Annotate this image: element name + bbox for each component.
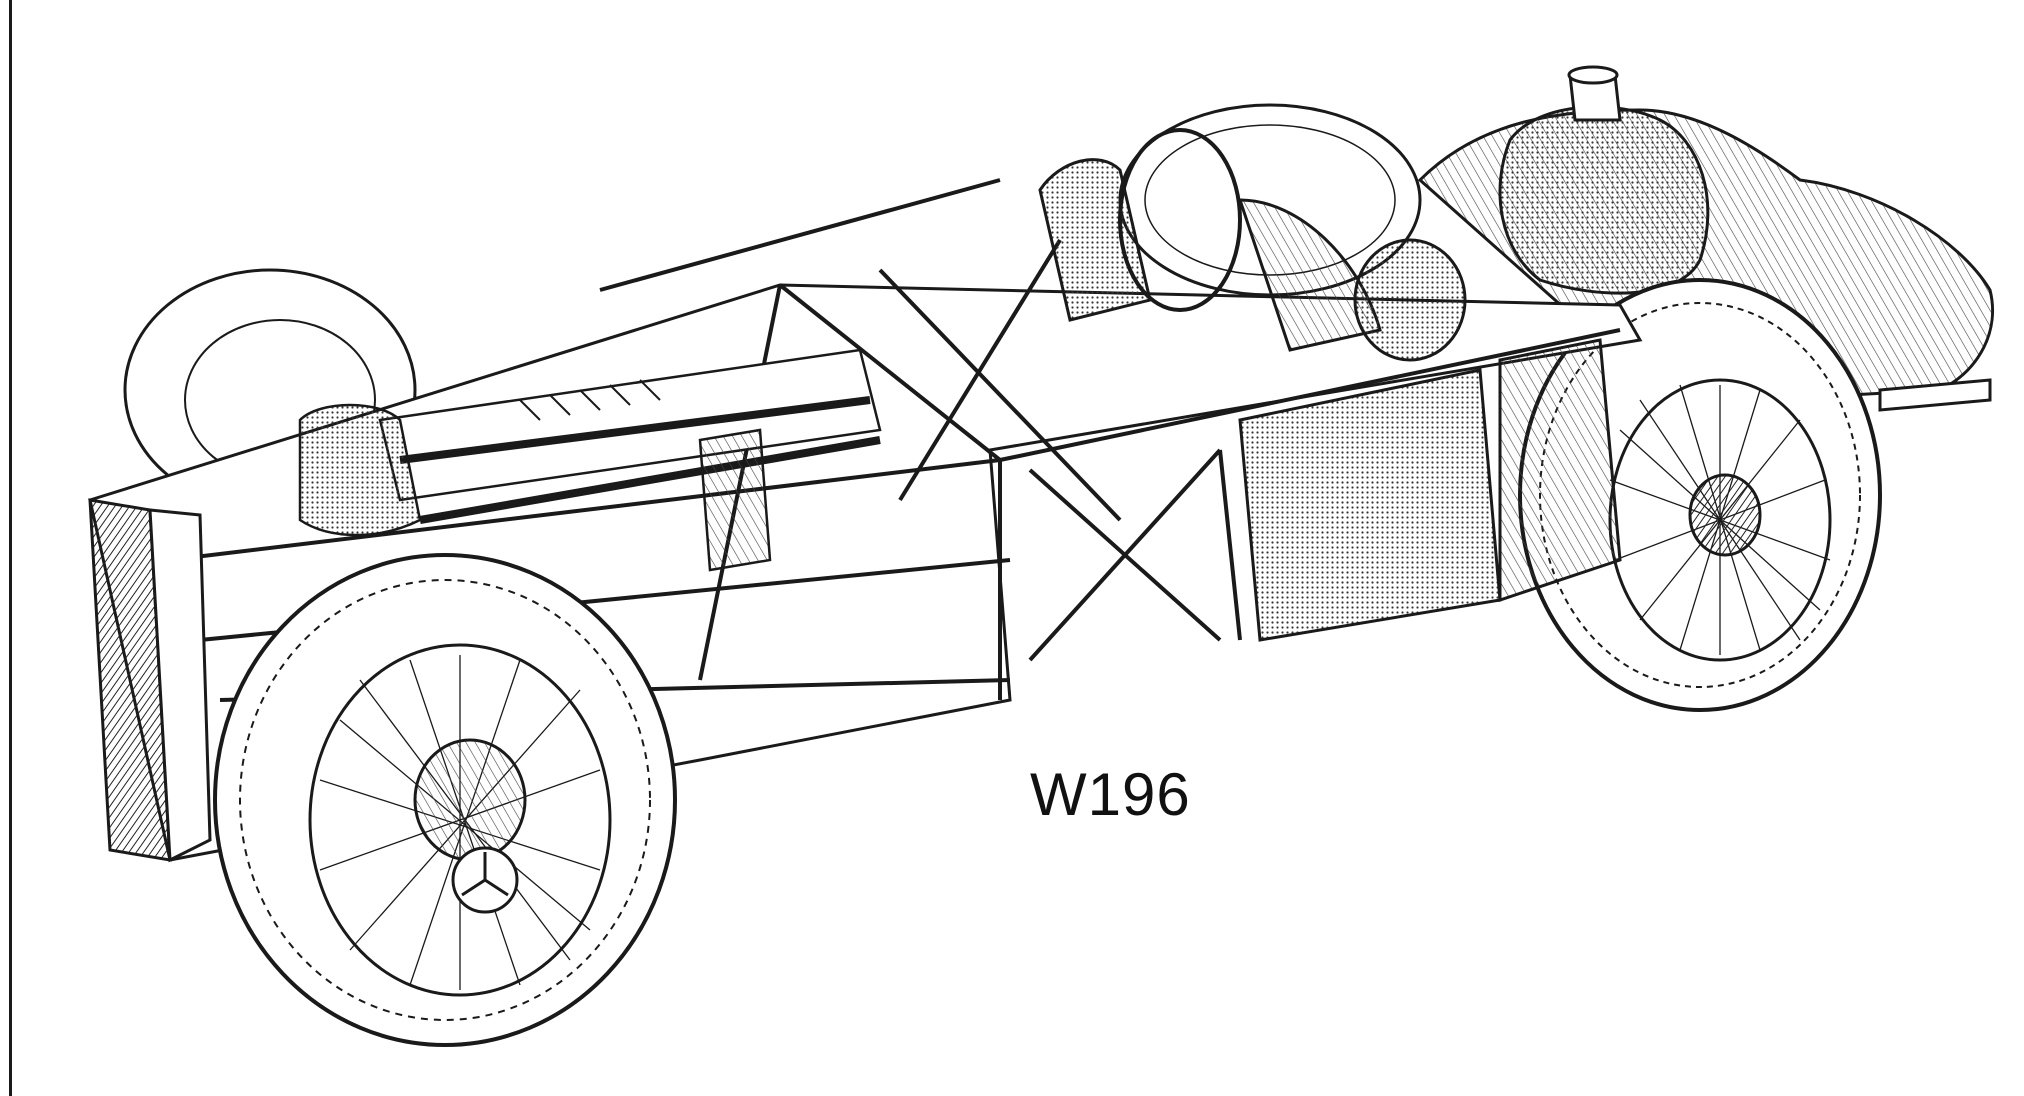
intake-pipes (519, 379, 661, 421)
rear-bodywork (1417, 65, 1995, 412)
radiator (88, 498, 212, 863)
front-right-wheel (213, 553, 677, 1047)
cockpit (1038, 128, 1467, 362)
clutch-housing (1353, 238, 1467, 362)
figure-caption: W196 (1030, 761, 1191, 828)
engine-block (298, 348, 882, 572)
fuel-tank (1238, 338, 1622, 642)
rear-left-wheel (1118, 103, 1422, 297)
page-border-line (9, 0, 12, 1096)
steering-wheel (1118, 128, 1242, 312)
